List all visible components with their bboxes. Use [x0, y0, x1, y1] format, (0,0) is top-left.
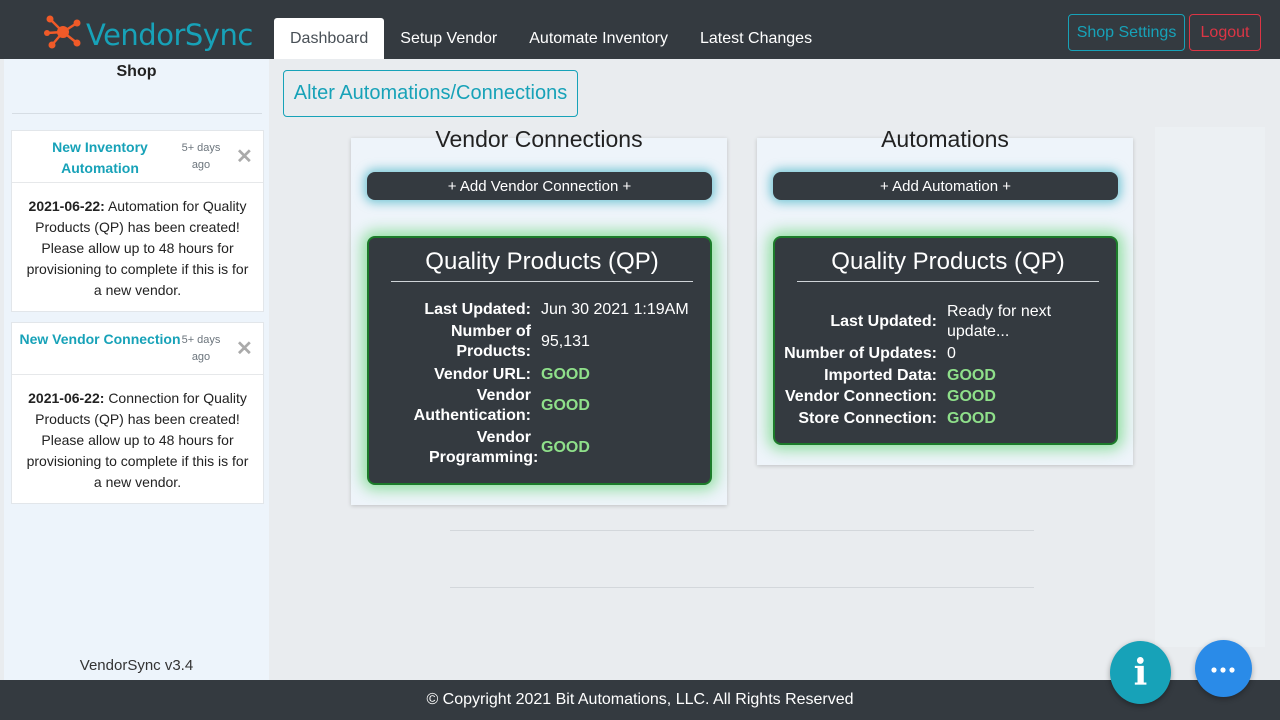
automation-card[interactable]: Quality Products (QP) Last Updated: Read…	[773, 236, 1118, 445]
status-good: GOOD	[947, 388, 996, 405]
status-good: GOOD	[541, 439, 590, 456]
notification-card: New Inventory Automation 5+ days ago ✕ 2…	[11, 130, 264, 312]
card-title: Quality Products (QP)	[391, 248, 693, 282]
notification-body: 2021-06-22: Automation for Quality Produ…	[12, 183, 263, 311]
copyright-text: © Copyright 2021 Bit Automations, LLC. A…	[426, 691, 854, 708]
notification-date: 2021-06-22:	[28, 198, 105, 214]
notification-header: New Inventory Automation 5+ days ago ✕	[12, 131, 263, 183]
row-label: Vendor Connection:	[785, 388, 937, 405]
vendorsync-logo-icon	[44, 13, 82, 56]
card-title: Quality Products (QP)	[797, 248, 1099, 282]
logout-button[interactable]: Logout	[1189, 14, 1261, 51]
chat-button[interactable]	[1195, 640, 1252, 697]
main-nav: Dashboard Setup Vendor Automate Inventor…	[274, 18, 828, 59]
notification-header: New Vendor Connection 5+ days ago ✕	[12, 323, 263, 375]
vendor-connections-panel: Vendor Connections + Add Vendor Connecti…	[351, 126, 727, 505]
row-label: Vendor Authentication:	[413, 387, 531, 424]
row-label: Imported Data:	[824, 367, 937, 384]
tab-automate-inventory[interactable]: Automate Inventory	[529, 29, 668, 47]
close-icon[interactable]: ✕	[236, 146, 253, 168]
brand-logo[interactable]: VendorSync	[44, 13, 253, 56]
divider	[450, 530, 1034, 531]
card-row: Number of Updates: 0	[775, 344, 1120, 364]
row-value: Jun 30 2021 1:19AM	[541, 301, 689, 318]
row-label: Store Connection:	[798, 410, 937, 427]
card-row: Last Updated: Jun 30 2021 1:19AM	[369, 300, 714, 320]
card-row: Imported Data: GOOD	[775, 366, 1120, 386]
card-row: Number of Products: 95,131	[369, 322, 714, 362]
automations-panel: Automations + Add Automation + Quality P…	[757, 126, 1133, 465]
row-label: Number of Products:	[451, 323, 531, 360]
info-button[interactable]: i	[1110, 641, 1171, 704]
card-row: Vendor Connection: GOOD	[775, 387, 1120, 407]
notification-time: 5+ days ago	[181, 334, 221, 363]
tab-dashboard[interactable]: Dashboard	[274, 18, 385, 59]
add-vendor-connection-button[interactable]: + Add Vendor Connection +	[367, 172, 712, 200]
background-panel	[1155, 127, 1265, 647]
sidebar-divider	[12, 113, 262, 114]
notification-time: 5+ days ago	[181, 142, 221, 171]
status-good: GOOD	[947, 410, 996, 427]
vendor-connections-title: Vendor Connections	[435, 126, 643, 152]
notification-card: New Vendor Connection 5+ days ago ✕ 2021…	[11, 322, 264, 504]
notification-title: New Vendor Connection	[19, 331, 181, 347]
notification-date: 2021-06-22:	[28, 390, 105, 406]
footer: © Copyright 2021 Bit Automations, LLC. A…	[0, 680, 1280, 720]
status-good: GOOD	[541, 397, 590, 414]
row-label: Vendor Programming:	[429, 429, 539, 466]
row-label: Last Updated:	[830, 313, 937, 330]
row-label: Vendor URL:	[434, 366, 531, 383]
info-icon: i	[1133, 651, 1148, 694]
notification-message: Connection for Quality Products (QP) has…	[26, 390, 249, 490]
tab-setup-vendor[interactable]: Setup Vendor	[400, 29, 498, 47]
row-value: 0	[947, 345, 956, 362]
shop-settings-button[interactable]: Shop Settings	[1068, 14, 1185, 51]
app-version: VendorSync v3.4	[79, 657, 194, 674]
row-label: Last Updated:	[424, 301, 531, 318]
row-value: Ready for next update...	[947, 303, 1052, 340]
status-good: GOOD	[541, 366, 590, 383]
row-label: Number of Updates:	[784, 345, 937, 362]
card-row: Store Connection: GOOD	[775, 409, 1120, 429]
notification-message: Automation for Quality Products (QP) has…	[26, 198, 249, 298]
tab-latest-changes[interactable]: Latest Changes	[700, 29, 813, 47]
notification-title: New Inventory Automation	[52, 139, 148, 176]
card-row: Last Updated: Ready for next update...	[775, 302, 1120, 342]
alter-automations-button[interactable]: Alter Automations/Connections	[283, 70, 578, 117]
card-row: Vendor Programming: GOOD	[369, 428, 714, 468]
status-good: GOOD	[947, 367, 996, 384]
automations-title: Automations	[881, 126, 1009, 152]
notification-body: 2021-06-22: Connection for Quality Produ…	[12, 375, 263, 503]
top-navbar: VendorSync Dashboard Setup Vendor Automa…	[0, 0, 1280, 59]
card-row: Vendor URL: GOOD	[369, 365, 714, 385]
chat-icon	[1203, 667, 1235, 690]
sidebar: Shop New Inventory Automation 5+ days ag…	[4, 59, 269, 680]
close-icon[interactable]: ✕	[236, 338, 253, 360]
row-value: 95,131	[541, 333, 590, 350]
vendor-connection-card[interactable]: Quality Products (QP) Last Updated: Jun …	[367, 236, 712, 485]
add-automation-button[interactable]: + Add Automation +	[773, 172, 1118, 200]
sidebar-title: Shop	[116, 63, 157, 80]
card-row: Vendor Authentication: GOOD	[369, 386, 714, 426]
divider	[450, 587, 1034, 588]
brand-name: VendorSync	[86, 17, 253, 52]
